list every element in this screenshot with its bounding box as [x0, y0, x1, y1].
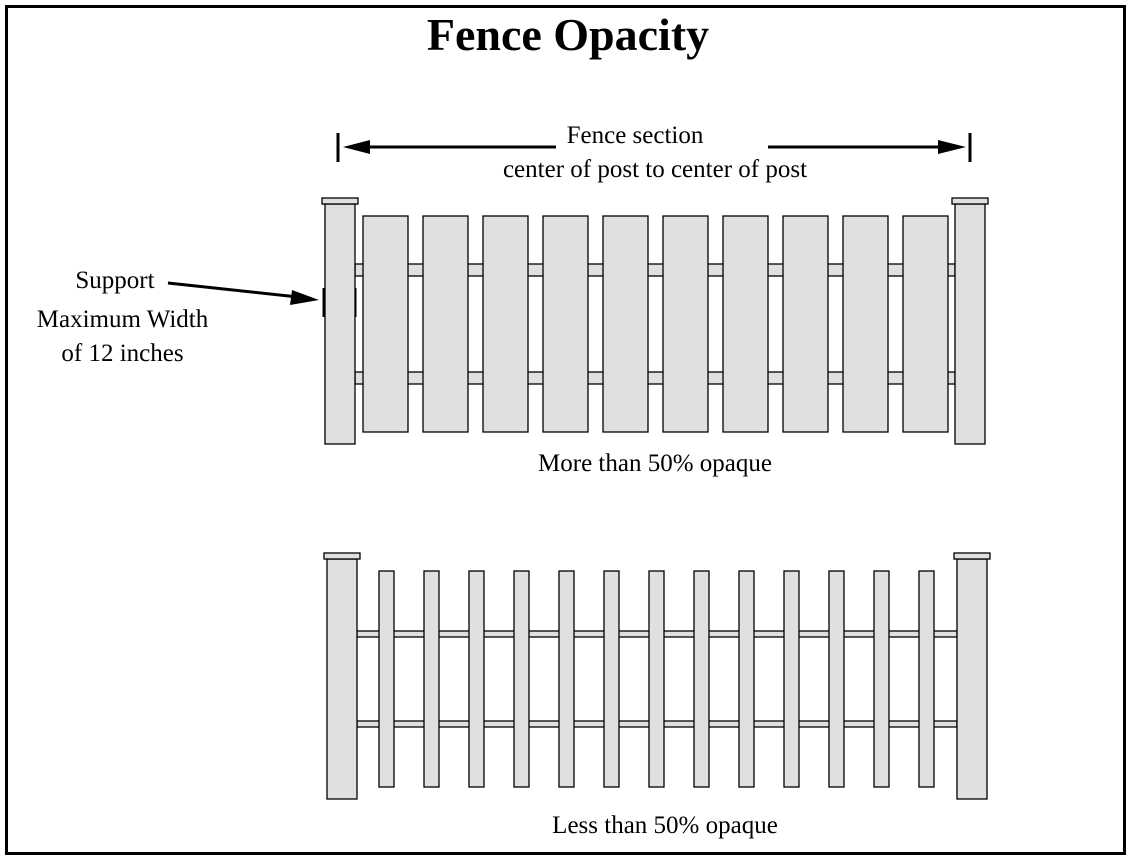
fence-post-right [954, 203, 986, 445]
fence-post-cap-left [323, 552, 361, 560]
fence-picket [783, 570, 800, 788]
support-width-label: Maximum Width [36, 306, 209, 333]
fence-picket [423, 570, 440, 788]
fence-picket [842, 215, 889, 433]
fence-post-left [324, 203, 356, 445]
fence-picket [828, 570, 845, 788]
fence-picket [602, 215, 649, 433]
fence-picket [513, 570, 530, 788]
fence-picket [693, 570, 710, 788]
open-fence-caption: Less than 50% opaque [552, 812, 778, 839]
dimension-arrow [336, 133, 972, 162]
fence-post-cap-right [951, 197, 989, 205]
fence-post-left [326, 558, 358, 800]
solid-fence [321, 197, 989, 445]
fence-picket [542, 215, 589, 433]
diagram-frame [5, 5, 1126, 855]
support-width-value-label: of 12 inches [61, 340, 184, 367]
fence-picket [782, 215, 829, 433]
fence-picket [482, 215, 529, 433]
fence-post-cap-left [321, 197, 359, 205]
fence-picket [603, 570, 620, 788]
fence-picket [662, 215, 709, 433]
fence-picket [648, 570, 665, 788]
support-label: Support [75, 267, 155, 294]
fence-post-cap-right [953, 552, 991, 560]
fence-picket [362, 215, 409, 433]
fence-picket [918, 570, 935, 788]
open-fence [323, 552, 991, 800]
dimension-right-arrowhead [938, 140, 966, 154]
fence-picket [722, 215, 769, 433]
fence-section-label: Fence section [566, 122, 704, 149]
fence-picket [738, 570, 755, 788]
fence-picket [378, 570, 395, 788]
fence-picket [422, 215, 469, 433]
dimension-left-arrowhead [343, 140, 370, 154]
fence-picket [558, 570, 575, 788]
fence-post-right [956, 558, 988, 800]
fence-section-sublabel: center of post to center of post [502, 156, 808, 183]
solid-fence-caption: More than 50% opaque [538, 450, 772, 477]
fence-picket [873, 570, 890, 788]
fence-picket [468, 570, 485, 788]
fence-picket [902, 215, 949, 433]
diagram-title: Fence Opacity [426, 9, 710, 60]
support-arrowhead [290, 290, 319, 305]
support-arrow-line [167, 281, 299, 299]
